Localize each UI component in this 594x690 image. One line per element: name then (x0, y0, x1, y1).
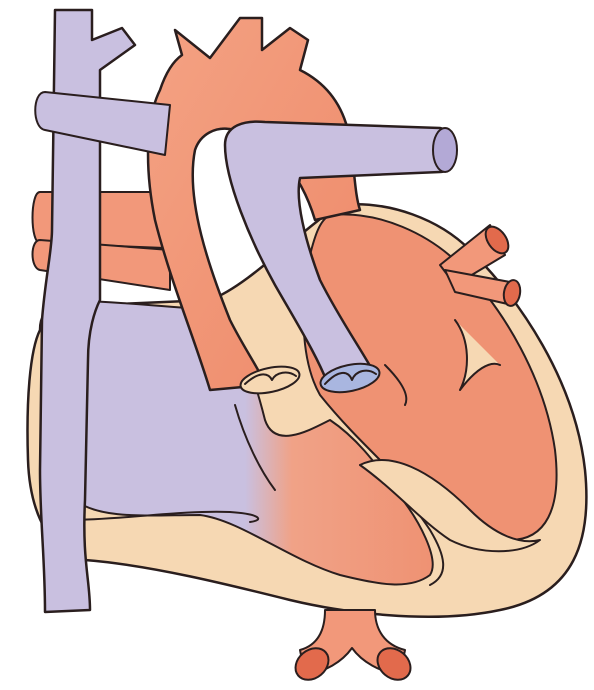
pulmonary-artery-left-opening (433, 128, 457, 172)
